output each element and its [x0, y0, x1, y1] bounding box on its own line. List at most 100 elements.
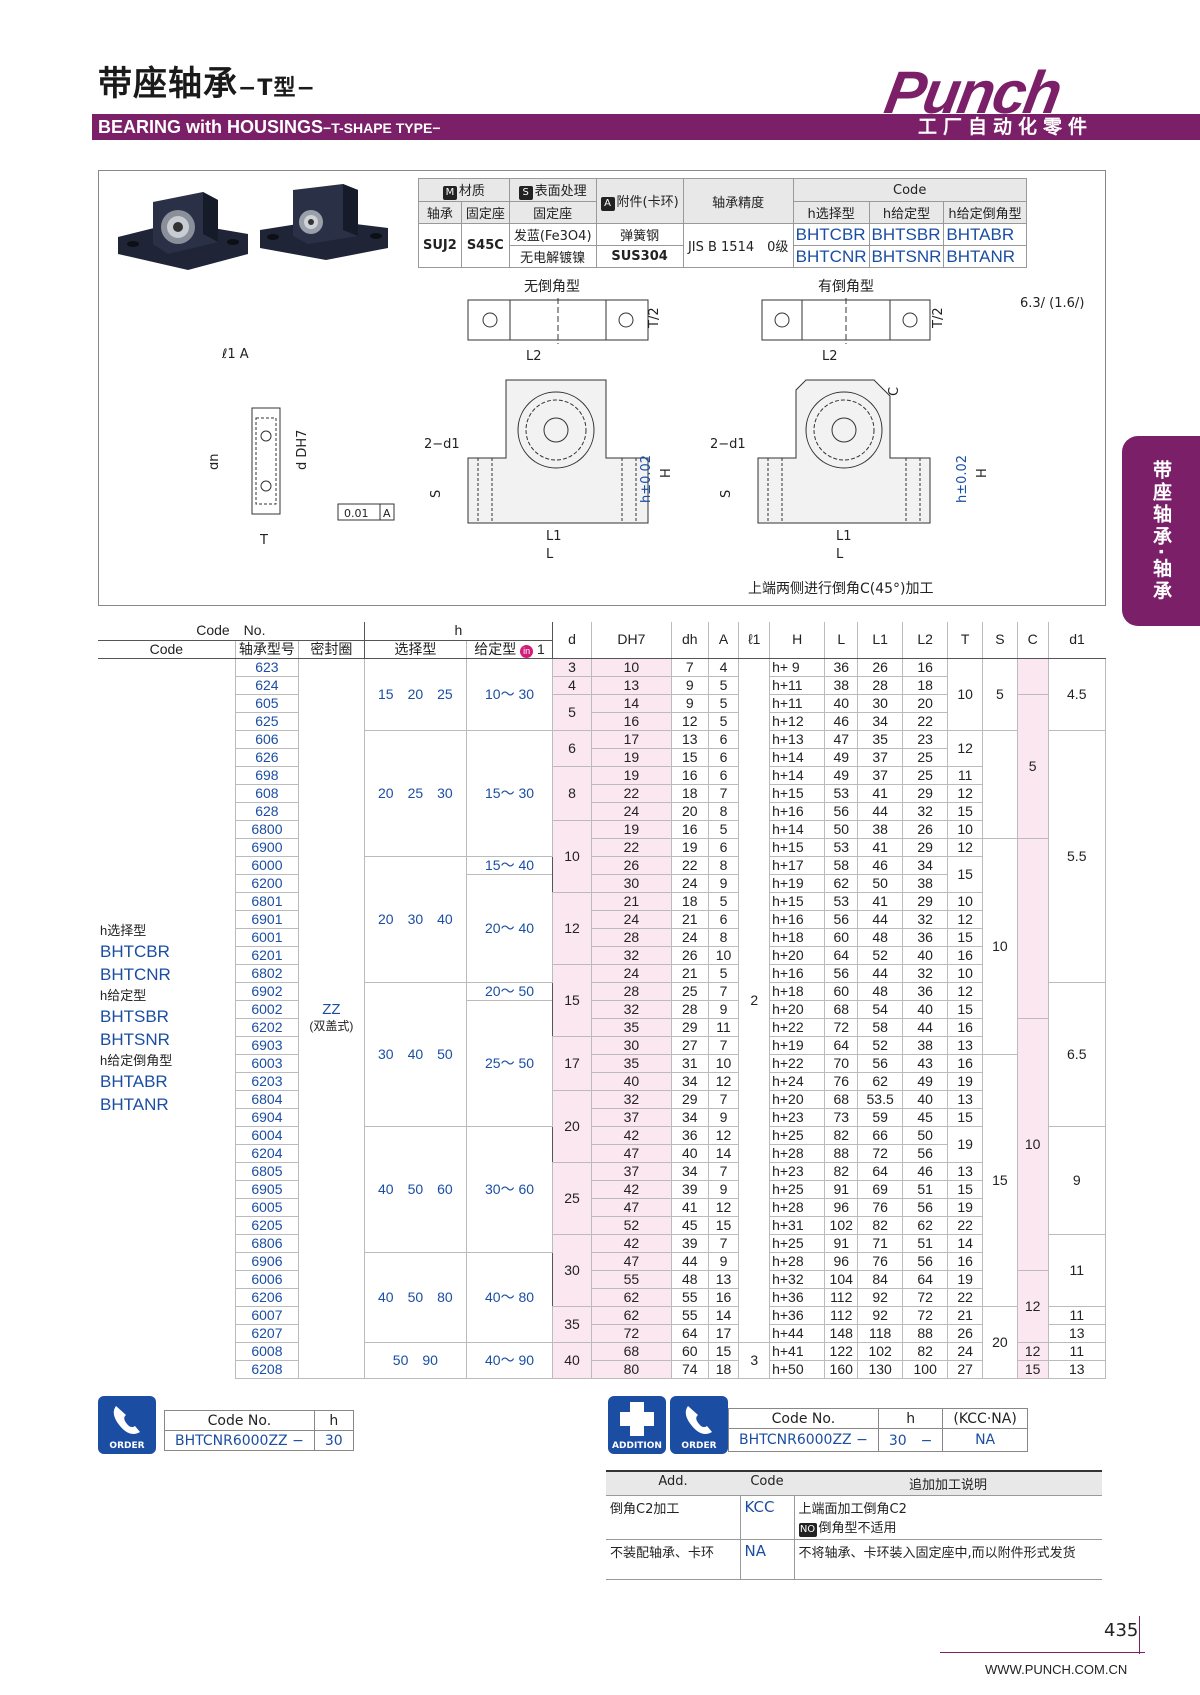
bearing-no[interactable]: 6006 [234, 1269, 300, 1289]
legend-item[interactable]: BHTANR [100, 1094, 169, 1114]
dh7-value: 47 [590, 1143, 672, 1163]
legend-item[interactable]: BHTABR [100, 1071, 168, 1091]
bearing-no[interactable]: 623 [234, 657, 300, 677]
bearing-no[interactable]: 6007 [234, 1305, 300, 1325]
bearing-no[interactable]: 6906 [234, 1251, 300, 1271]
code-bhtabr[interactable]: BHTABR [943, 223, 1027, 246]
bearing-no[interactable]: 6002 [234, 999, 300, 1019]
code-bhtsbr[interactable]: BHTSBR [868, 223, 945, 246]
L2-value: 64 [902, 1269, 949, 1289]
dh-value: 9 [670, 675, 709, 695]
dh7-value: 62 [590, 1305, 672, 1325]
dh7-value: 19 [590, 747, 672, 767]
bearing-no[interactable]: 6008 [234, 1341, 300, 1361]
dh7-value: 52 [590, 1215, 672, 1235]
L-value: 102 [824, 1215, 859, 1235]
bearing-no[interactable]: 606 [234, 729, 300, 749]
a-value: 7 [707, 1233, 740, 1253]
add-na-code[interactable]: NA [739, 1539, 795, 1580]
page-title-cn: 带座轴承−T型− [98, 56, 316, 105]
bearing-no[interactable]: 6806 [234, 1233, 300, 1253]
bearing-no[interactable]: 6805 [234, 1161, 300, 1181]
bearing-no[interactable]: 6201 [234, 945, 300, 965]
order2-code-value[interactable]: BHTCNR6000ZZ − [728, 1428, 879, 1452]
bearing-no[interactable]: 626 [234, 747, 300, 767]
H-value: h+11 [769, 675, 826, 695]
L-value: 60 [824, 927, 859, 947]
bearing-no[interactable]: 6005 [234, 1197, 300, 1217]
bearing-no[interactable]: 6801 [234, 891, 300, 911]
L-value: 38 [824, 675, 859, 695]
dh-value: 39 [670, 1179, 709, 1199]
bearing-no[interactable]: 6202 [234, 1017, 300, 1037]
side-tab[interactable]: 带座轴承·轴承 [1122, 436, 1200, 626]
bearing-no[interactable]: 6200 [234, 873, 300, 893]
dh7-value: 42 [590, 1125, 672, 1145]
bearing-no[interactable]: 628 [234, 801, 300, 821]
T-value: 16 [947, 1251, 983, 1271]
code-bhtsnr[interactable]: BHTSNR [868, 245, 945, 268]
H-value: h+14 [769, 747, 826, 767]
bearing-no[interactable]: 6208 [234, 1359, 300, 1379]
T-value: 16 [947, 945, 983, 965]
bearing-no[interactable]: 6901 [234, 909, 300, 929]
bearing-no[interactable]: 6903 [234, 1035, 300, 1055]
bearing-no[interactable]: 6904 [234, 1107, 300, 1127]
order1-code-value[interactable]: BHTCNR6000ZZ − [164, 1430, 315, 1451]
L2-value: 26 [902, 819, 949, 839]
bearing-no[interactable]: 6003 [234, 1053, 300, 1073]
order1-h-value[interactable]: 30 [313, 1430, 354, 1451]
website-link[interactable]: WWW.PUNCH.COM.CN [985, 1662, 1128, 1677]
a-value: 9 [707, 1251, 740, 1271]
L1-value: 82 [857, 1215, 904, 1235]
legend-item[interactable]: BHTSBR [100, 1006, 169, 1026]
bearing-no[interactable]: 6905 [234, 1179, 300, 1199]
L2-value: 25 [902, 747, 949, 767]
order-icon: ORDER [98, 1396, 156, 1454]
bearing-no[interactable]: 6804 [234, 1089, 300, 1109]
bearing-no[interactable]: 6206 [234, 1287, 300, 1307]
code-bhtanr[interactable]: BHTANR [943, 245, 1027, 268]
bearing-no[interactable]: 6900 [234, 837, 300, 857]
L2-value: 32 [902, 909, 949, 929]
code-bhtcnr[interactable]: BHTCNR [792, 245, 870, 268]
spec-attach-1: 弹簧钢 [595, 223, 684, 246]
add-kcc-code[interactable]: KCC [739, 1495, 795, 1540]
H-value: h+14 [769, 819, 826, 839]
order2-add-value[interactable]: NA [942, 1428, 1028, 1452]
legend-item[interactable]: BHTCNR [100, 964, 171, 984]
H-value: h+16 [769, 909, 826, 929]
bearing-no[interactable]: 6004 [234, 1125, 300, 1145]
bearing-no[interactable]: 6802 [234, 963, 300, 983]
bearing-no[interactable]: 625 [234, 711, 300, 731]
add-row-na[interactable]: 不装配轴承、卡环 NA 不将轴承、卡环装入固定座中,而以附件形式发货 [606, 1539, 1102, 1580]
dh-value: 45 [670, 1215, 709, 1235]
a-value: 11 [707, 1017, 740, 1037]
bearing-no[interactable]: 6207 [234, 1323, 300, 1343]
bearing-no[interactable]: 6902 [234, 981, 300, 1001]
bearing-no[interactable]: 6203 [234, 1071, 300, 1091]
svg-text:2−d1: 2−d1 [710, 437, 746, 452]
L2-value: 46 [902, 1161, 949, 1181]
bearing-no[interactable]: 605 [234, 693, 300, 713]
legend-item[interactable]: BHTSNR [100, 1029, 170, 1049]
d-value: 6 [552, 729, 592, 767]
bearing-no[interactable]: 6000 [234, 855, 300, 875]
bearing-no[interactable]: 6800 [234, 819, 300, 839]
svg-text:L2: L2 [822, 349, 838, 364]
L2-value: 72 [902, 1305, 949, 1325]
H-value: h+19 [769, 873, 826, 893]
legend-item[interactable]: BHTCBR [100, 941, 170, 961]
dh-value: 22 [670, 855, 709, 875]
bearing-no[interactable]: 624 [234, 675, 300, 695]
bearing-no[interactable]: 608 [234, 783, 300, 803]
bearing-no[interactable]: 6205 [234, 1215, 300, 1235]
order2-h-value[interactable]: 30 − [877, 1428, 944, 1452]
bearing-no[interactable]: 6001 [234, 927, 300, 947]
bearing-no[interactable]: 6204 [234, 1143, 300, 1163]
code-bhtcbr[interactable]: BHTCBR [792, 223, 870, 246]
bearing-no[interactable]: 698 [234, 765, 300, 785]
